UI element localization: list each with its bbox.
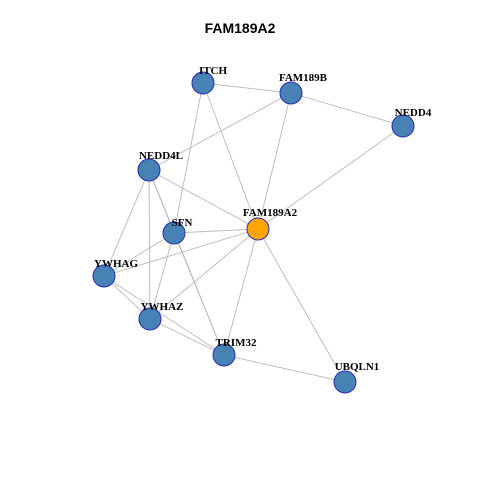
node-label-ywhaz: YWHAZ xyxy=(141,301,184,313)
node-label-ubqln1: UBQLN1 xyxy=(335,361,380,373)
edge-fam189b-nedd4l xyxy=(148,92,292,171)
node-sfn[interactable] xyxy=(162,221,186,245)
edge-nedd4l-fam189a2 xyxy=(148,169,259,230)
edge-ywhaz-trim32 xyxy=(149,318,225,356)
node-fam189a2[interactable] xyxy=(246,217,270,241)
node-ywhaz[interactable] xyxy=(138,307,162,331)
node-itch[interactable] xyxy=(191,71,215,95)
graph-title: FAM189A2 xyxy=(204,20,276,36)
edge-ubqln1-fam189a2 xyxy=(257,228,346,383)
edge-itch-fam189a2 xyxy=(202,82,259,230)
edge-ywhaz-fam189a2 xyxy=(149,228,259,320)
edge-nedd4l-ywhaz xyxy=(148,169,151,320)
node-label-fam189a2: FAM189A2 xyxy=(243,207,298,219)
node-label-nedd4: NEDD4 xyxy=(395,107,432,119)
edge-trim32-fam189a2 xyxy=(223,228,259,356)
edges-layer xyxy=(103,82,404,383)
node-ubqln1[interactable] xyxy=(333,370,357,394)
node-label-itch: ITCH xyxy=(199,65,228,77)
node-fam189b[interactable] xyxy=(279,81,303,105)
edge-sfn-ywhag xyxy=(103,232,175,277)
node-nedd4[interactable] xyxy=(391,114,415,138)
node-label-nedd4l: NEDD4L xyxy=(139,150,183,162)
node-label-trim32: TRIM32 xyxy=(216,337,257,349)
node-label-sfn: SFN xyxy=(172,217,193,229)
node-label-ywhag: YWHAG xyxy=(94,258,138,270)
node-nedd4l[interactable] xyxy=(137,158,161,182)
edge-sfn-ywhaz xyxy=(149,232,175,320)
node-trim32[interactable] xyxy=(212,343,236,367)
edge-ywhag-fam189a2 xyxy=(103,228,259,277)
edge-nedd4l-ywhag xyxy=(103,169,150,277)
edge-fam189b-fam189a2 xyxy=(257,92,292,230)
node-ywhag[interactable] xyxy=(92,264,116,288)
edge-sfn-trim32 xyxy=(173,232,225,356)
edge-nedd4-fam189a2 xyxy=(257,125,404,230)
edge-trim32-ubqln1 xyxy=(223,354,346,383)
edge-itch-fam189b xyxy=(202,82,292,94)
edge-sfn-fam189a2 xyxy=(173,228,259,234)
node-label-fam189b: FAM189B xyxy=(279,72,328,84)
edge-itch-sfn xyxy=(173,82,204,234)
edge-fam189b-nedd4 xyxy=(290,92,404,127)
edge-ywhag-trim32 xyxy=(103,275,225,356)
